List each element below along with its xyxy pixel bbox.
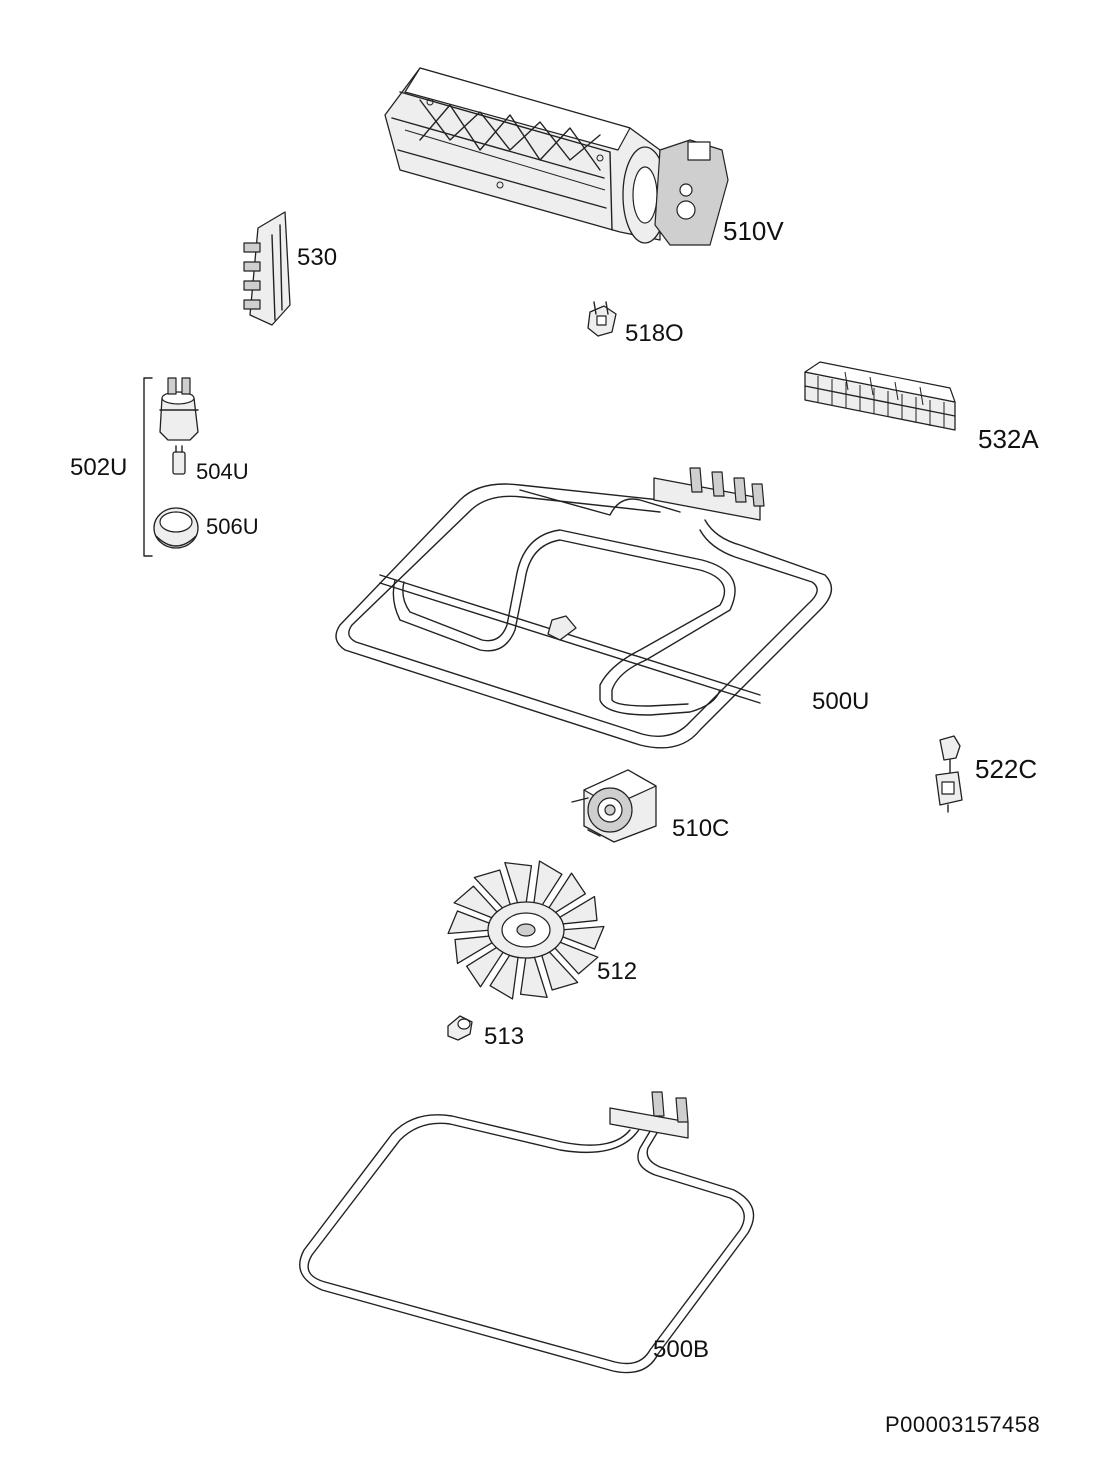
document-id: P00003157458: [885, 1412, 1041, 1437]
part-500U-grill-element: [335, 467, 833, 749]
label-504U: 504U: [196, 459, 249, 484]
label-522C: 522C: [975, 754, 1038, 784]
part-513-nut: [447, 1015, 473, 1041]
label-513: 513: [484, 1023, 525, 1050]
label-502U: 502U: [70, 454, 128, 481]
label-512: 512: [597, 958, 638, 985]
part-518O-clip: [587, 301, 617, 337]
part-530-terminal-bracket: [243, 211, 291, 326]
part-522C-sensor: [935, 735, 963, 813]
label-510V: 510V: [723, 216, 784, 246]
part-510V-tangential-fan: [384, 67, 729, 246]
part-512-fan-wheel: [447, 860, 605, 1000]
label-506U: 506U: [206, 514, 259, 539]
part-502U-lamp-assembly: [143, 377, 199, 557]
part-500B-lower-element: [299, 1091, 755, 1374]
label-532A: 532A: [978, 424, 1039, 454]
label-500B: 500B: [653, 1336, 710, 1363]
label-500U: 500U: [812, 688, 870, 715]
label-518O: 518O: [625, 320, 684, 347]
label-530: 530: [297, 244, 338, 271]
label-510C: 510C: [672, 815, 730, 842]
part-532A-terminal-strip: [804, 361, 956, 431]
part-510C-motor: [571, 769, 657, 843]
